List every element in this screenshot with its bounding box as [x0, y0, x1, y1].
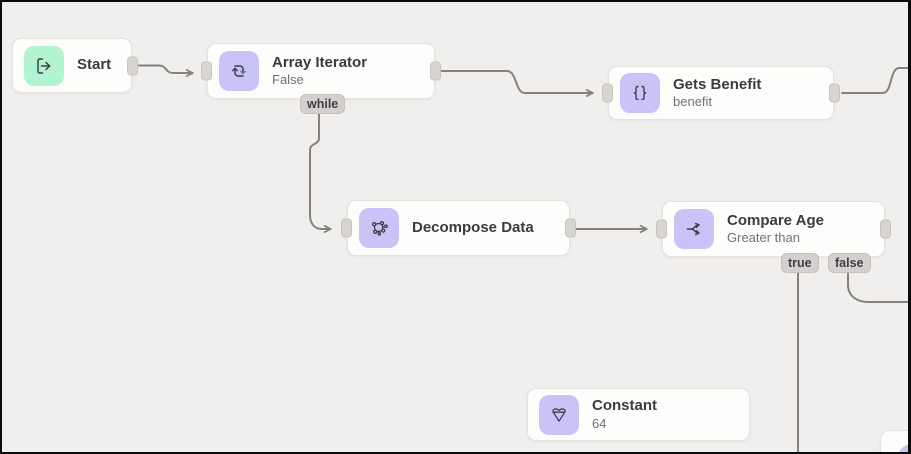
node-decompose-data[interactable]: Decompose Data: [341, 200, 576, 256]
edge-while-to-decompose-data[interactable]: [309, 113, 330, 229]
start-icon: [24, 45, 64, 86]
badge-while: while: [300, 94, 346, 114]
input-port[interactable]: [656, 219, 667, 239]
output-port[interactable]: [565, 218, 576, 238]
node-constant[interactable]: Constant 64: [527, 388, 750, 441]
node-title: Start: [77, 56, 112, 74]
node-title: Decompose Data: [412, 218, 534, 236]
node-partial[interactable]: [880, 430, 908, 452]
braces-icon: [620, 73, 660, 113]
node-array-iterator[interactable]: Array Iterator False: [201, 43, 441, 99]
repeat-icon: [219, 51, 259, 91]
decompose-icon: [359, 208, 399, 248]
node-subtitle: Greater than: [727, 230, 800, 246]
badge-false: false: [828, 253, 871, 273]
badge-true: true: [781, 253, 819, 273]
node-title: Gets Benefit: [673, 75, 762, 93]
node-title: Array Iterator: [272, 53, 368, 71]
gem-icon: [539, 394, 579, 435]
node-subtitle: benefit: [673, 94, 713, 110]
node-subtitle: False: [272, 72, 304, 88]
node-gets-benefit[interactable]: Gets Benefit benefit: [602, 66, 840, 120]
edge-gets-benefit-to-offscreen-right[interactable]: [841, 67, 911, 94]
input-port[interactable]: [602, 83, 613, 103]
node-subtitle: 64: [592, 415, 607, 431]
edge-array-iterator-to-gets-benefit[interactable]: [438, 70, 592, 93]
output-port[interactable]: [430, 61, 441, 81]
branch-icon: [674, 209, 714, 249]
node-title: Compare Age: [727, 211, 824, 229]
input-port[interactable]: [341, 218, 352, 238]
output-port[interactable]: [127, 56, 138, 75]
node-title: Constant: [592, 397, 657, 414]
node-compare-age[interactable]: Compare Age Greater than: [656, 201, 891, 257]
output-port[interactable]: [880, 219, 891, 239]
output-port[interactable]: [829, 83, 840, 103]
edge-false-to-offscreen-right[interactable]: [847, 270, 911, 303]
edge-start-to-array-iterator[interactable]: [134, 64, 192, 74]
node-icon: [899, 445, 908, 452]
node-start[interactable]: Start: [12, 38, 138, 93]
input-port[interactable]: [201, 61, 212, 81]
